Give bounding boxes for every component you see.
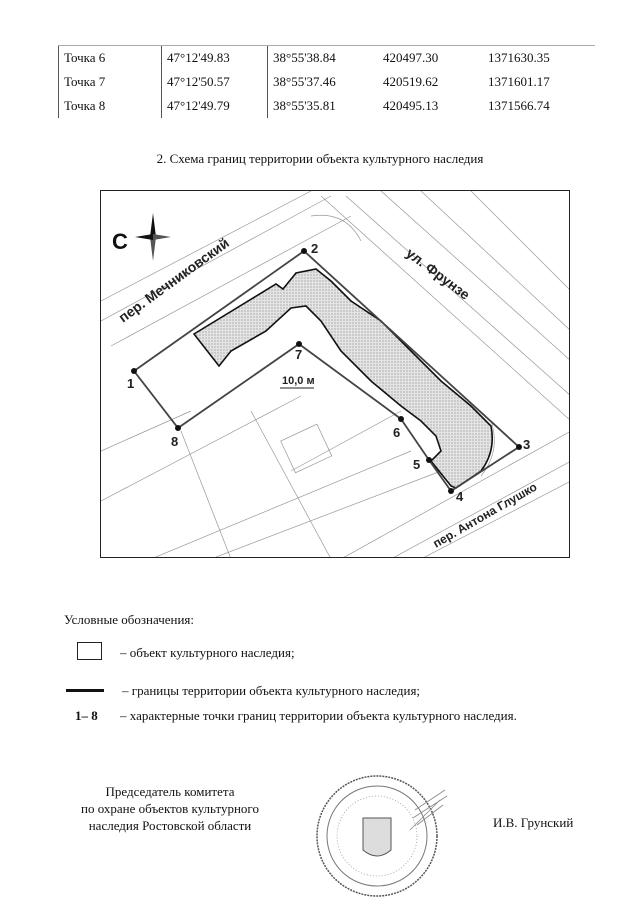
scale-label: 10,0 м bbox=[282, 375, 315, 387]
point-name: Точка 7 bbox=[58, 70, 162, 94]
table-row: Точка 7 47°12'50.57 38°55'37.46 420519.6… bbox=[58, 70, 596, 94]
legend-item-points: – характерные точки границ территории об… bbox=[120, 708, 517, 723]
boundary-points bbox=[131, 248, 522, 494]
y-coordinate: 1371630.35 bbox=[483, 45, 595, 70]
table-row: Точка 8 47°12'49.79 38°55'35.81 420495.1… bbox=[58, 94, 596, 118]
longitude: 38°55'37.46 bbox=[267, 70, 378, 94]
north-label: С bbox=[112, 229, 128, 254]
coordinates-table: Точка 6 47°12'49.83 38°55'38.84 420497.3… bbox=[58, 45, 595, 118]
survey-background-lines bbox=[101, 191, 569, 557]
longitude: 38°55'38.84 bbox=[267, 45, 378, 70]
point-name: Точка 8 bbox=[58, 94, 162, 118]
compass-rose-icon: С bbox=[112, 213, 171, 261]
latitude: 47°12'49.79 bbox=[161, 94, 268, 118]
street-label-frunze: ул. Фрунзе bbox=[403, 245, 473, 303]
position-line: Председатель комитета bbox=[105, 784, 235, 799]
official-stamp bbox=[315, 770, 450, 900]
latitude: 47°12'50.57 bbox=[161, 70, 268, 94]
y-coordinate: 1371601.17 bbox=[488, 74, 550, 89]
legend-title: Условные обозначения: bbox=[64, 612, 195, 627]
point-label-5: 5 bbox=[413, 457, 420, 472]
point-label-2: 2 bbox=[311, 241, 318, 256]
heritage-building bbox=[192, 268, 494, 489]
street-label-glushko: пер. Антона Глушко bbox=[431, 480, 540, 551]
position-line: по охране объектов культурного bbox=[81, 801, 259, 816]
legend-item-heritage-object: – объект культурного наследия; bbox=[120, 645, 295, 660]
boundary-map: 1 2 3 4 5 6 7 8 10,0 м С пер. Мечниковск… bbox=[100, 190, 570, 558]
legend-item-boundary: – границы территории объекта культурного… bbox=[122, 683, 421, 698]
point-label-3: 3 bbox=[523, 437, 530, 452]
longitude: 38°55'35.81 bbox=[267, 94, 378, 118]
point-label-1: 1 bbox=[127, 376, 134, 391]
signatory-name: И.В. Грунский bbox=[493, 815, 574, 830]
point-name: Точка 6 bbox=[58, 45, 162, 70]
point-label-6: 6 bbox=[393, 425, 400, 440]
legend-line-symbol bbox=[66, 689, 104, 692]
x-coordinate: 420495.13 bbox=[383, 98, 439, 113]
signatory-position: Председатель комитета по охране объектов… bbox=[60, 783, 280, 834]
legend-points-symbol: 1– 8 bbox=[75, 708, 98, 723]
x-coordinate: 420519.62 bbox=[383, 74, 439, 89]
point-label-7: 7 bbox=[295, 347, 302, 362]
scheme-caption: 2. Схема границ территории объекта культ… bbox=[156, 151, 484, 166]
table-row: Точка 6 47°12'49.83 38°55'38.84 420497.3… bbox=[58, 45, 595, 70]
latitude: 47°12'49.83 bbox=[161, 45, 268, 70]
y-coordinate: 1371566.74 bbox=[488, 98, 550, 113]
point-label-4: 4 bbox=[456, 489, 464, 504]
point-label-8: 8 bbox=[171, 434, 178, 449]
position-line: наследия Ростовской области bbox=[88, 818, 252, 833]
legend-box-symbol bbox=[77, 642, 102, 660]
x-coordinate: 420497.30 bbox=[378, 45, 483, 70]
